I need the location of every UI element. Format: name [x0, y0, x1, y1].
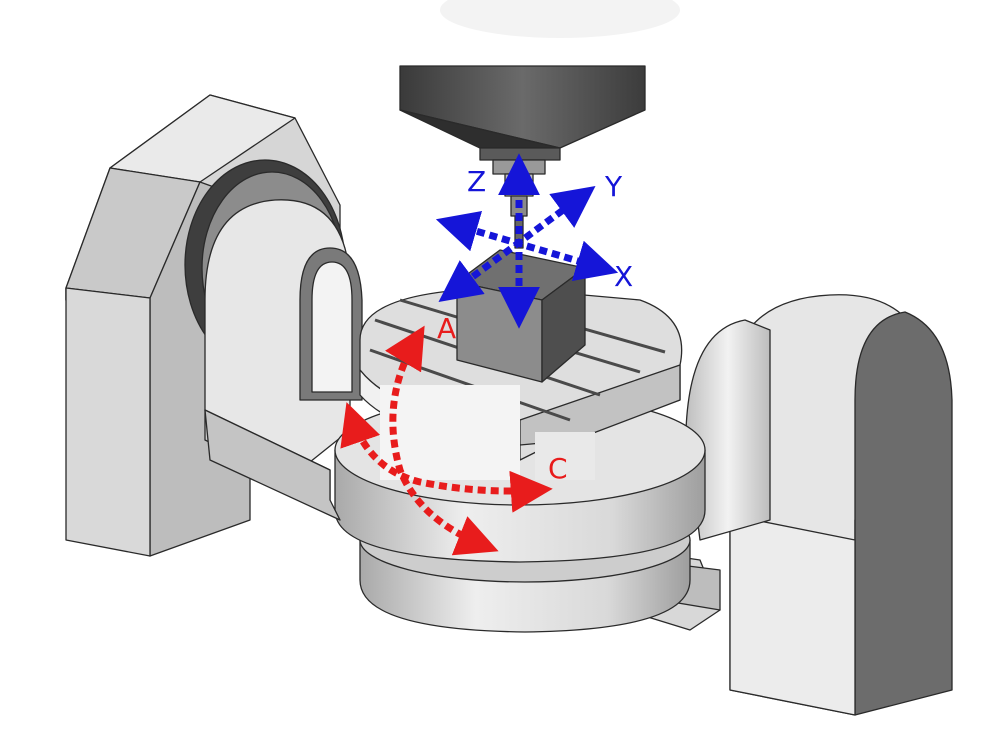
x-axis-label: X	[614, 260, 633, 293]
z-axis-label: Z	[467, 165, 486, 198]
linear-axes	[435, 153, 619, 329]
y-axis-label: Y	[604, 170, 623, 203]
rotary-axes	[340, 325, 553, 556]
right-trunnion-support	[685, 294, 953, 716]
top-glow	[440, 0, 680, 38]
c-axis-arc	[340, 402, 553, 513]
y-axis-arrow	[438, 186, 596, 302]
a-axis-label: A	[437, 312, 456, 345]
c-axis-label: C	[548, 452, 568, 485]
